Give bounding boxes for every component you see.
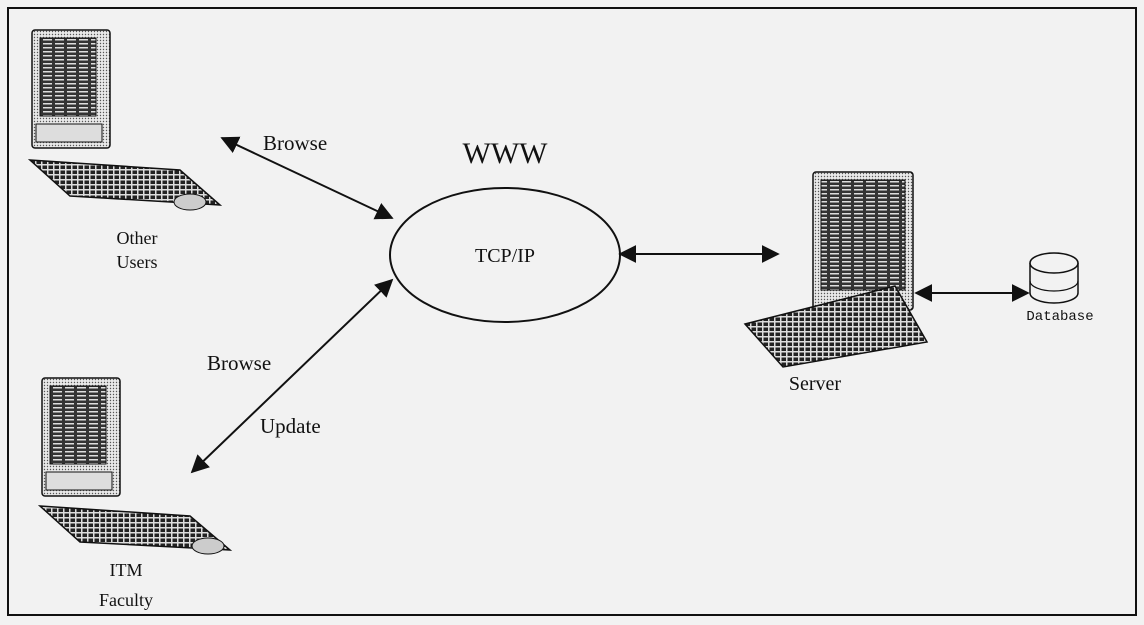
browse-label-other-users: Browse [263,131,327,155]
itm-faculty-label-line2: Faculty [99,590,153,610]
itm-faculty-computer-icon [37,377,233,555]
tcpip-label: TCP/IP [475,245,535,267]
itm-faculty-label-line1: ITM [110,560,143,580]
other-users-computer-icon [27,29,223,211]
update-label-faculty: Update [260,414,321,438]
faculty-connector [190,278,394,474]
other-users-label-line2: Users [117,252,158,272]
database-label: Database [1026,309,1093,325]
other-users-connector [220,136,394,220]
server-label: Server [789,373,842,395]
server-computer-icon [743,171,929,368]
database-icon [1029,252,1079,304]
www-title: WWW [463,137,549,170]
browse-label-faculty: Browse [207,351,271,375]
other-users-label-line1: Other [117,228,158,248]
